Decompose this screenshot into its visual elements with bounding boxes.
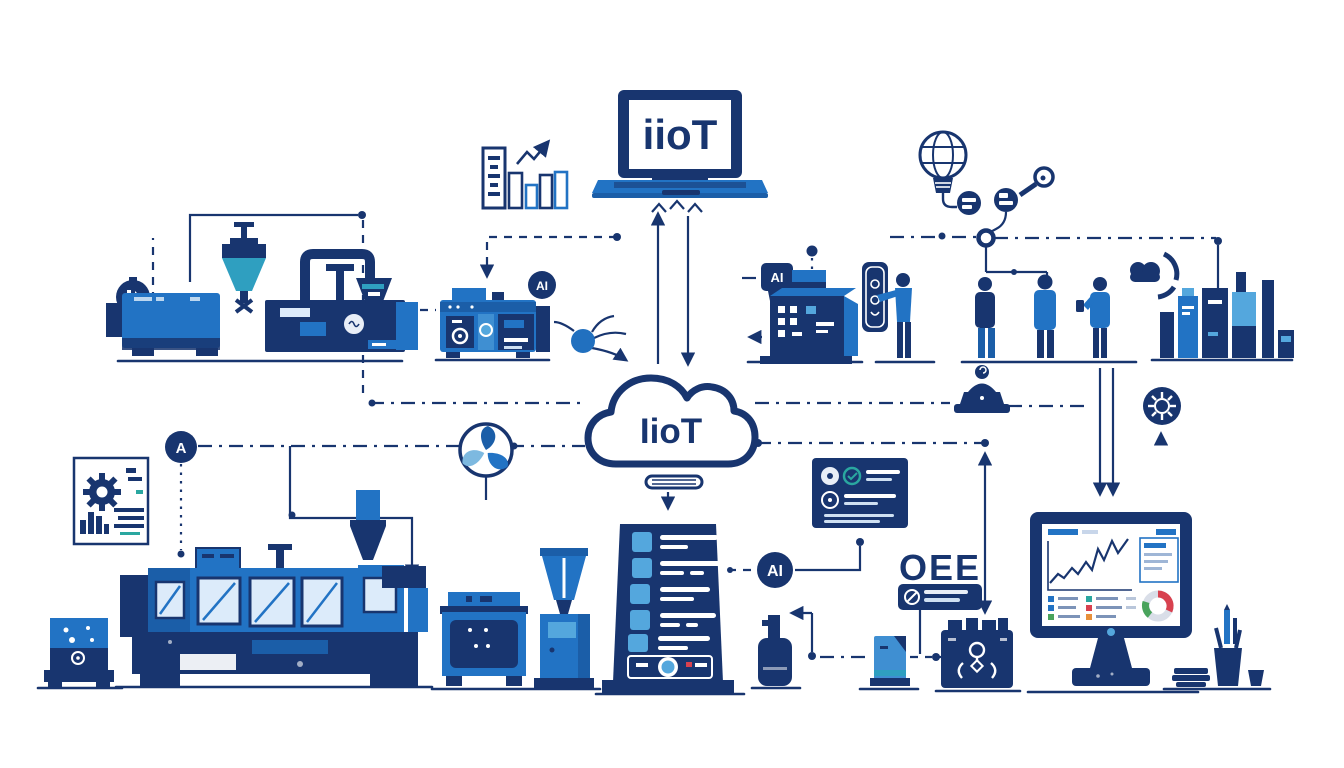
- extrusion-line-machine: [106, 222, 418, 356]
- worker-2: [1034, 274, 1056, 358]
- generator-unit-machine: [440, 288, 550, 358]
- machine-ai-badge-label: AI: [536, 279, 548, 293]
- worker-1: [975, 277, 995, 358]
- desk-tools-icon: [1172, 604, 1264, 687]
- connector-lines: [151, 199, 1222, 661]
- node-a-label: A: [176, 440, 187, 457]
- laptop-iiot: iioT: [592, 90, 768, 198]
- cloud-label: IioT: [640, 412, 702, 451]
- pallet-badge-icon: [957, 191, 981, 215]
- hopper-feeder: [534, 548, 594, 688]
- neuron-node-icon: [553, 314, 629, 362]
- oee-badge: [898, 584, 982, 610]
- laptop-screen-label: iioT: [643, 111, 718, 158]
- bar-chart-trend-icon: [481, 139, 569, 210]
- chiller-unit: [440, 592, 528, 686]
- ground-lines: [36, 358, 1294, 696]
- fan-icon: [458, 422, 514, 478]
- oee-label: OEE: [899, 547, 981, 588]
- bottle-products: [1160, 272, 1294, 358]
- machine-wheel-icon: [1143, 387, 1181, 425]
- spray-bottle: [758, 615, 792, 686]
- machine-ai-badge: AI: [528, 271, 556, 299]
- cloud-iiot: IioT: [584, 374, 759, 490]
- forklift-badge-icon: [994, 188, 1018, 212]
- magnifier-node-icon: [1018, 166, 1055, 198]
- alarm-bell-icon: [954, 365, 1010, 413]
- dashboard-monitor: [1030, 512, 1192, 686]
- junction-ring-icon: [976, 211, 1008, 248]
- electrical-cabinet: [44, 618, 114, 688]
- worker-with-phone: [1076, 277, 1110, 358]
- pin-recycle-crate-icon: [941, 618, 1013, 688]
- operator-at-panel: [877, 273, 912, 358]
- ai-node: AI: [757, 552, 793, 588]
- lightbulb-globe-icon: [918, 130, 968, 209]
- ai-node-label: AI: [767, 563, 783, 580]
- line-chart: [1049, 538, 1129, 584]
- control-cabinet-machine: [760, 270, 858, 364]
- checklist-card-icon: [812, 458, 908, 528]
- node-a: A: [165, 431, 197, 463]
- server-tower: [602, 524, 734, 694]
- kpi-legend: [1048, 596, 1136, 620]
- compact-dispenser: [870, 636, 910, 686]
- injection-molding-machine: [120, 490, 428, 686]
- sync-cloud-icon: [1130, 251, 1180, 300]
- ai-speech-bubble-label: AI: [771, 270, 784, 285]
- donut-chart-icon: [1142, 590, 1174, 622]
- gear-document-card-icon: [72, 456, 150, 546]
